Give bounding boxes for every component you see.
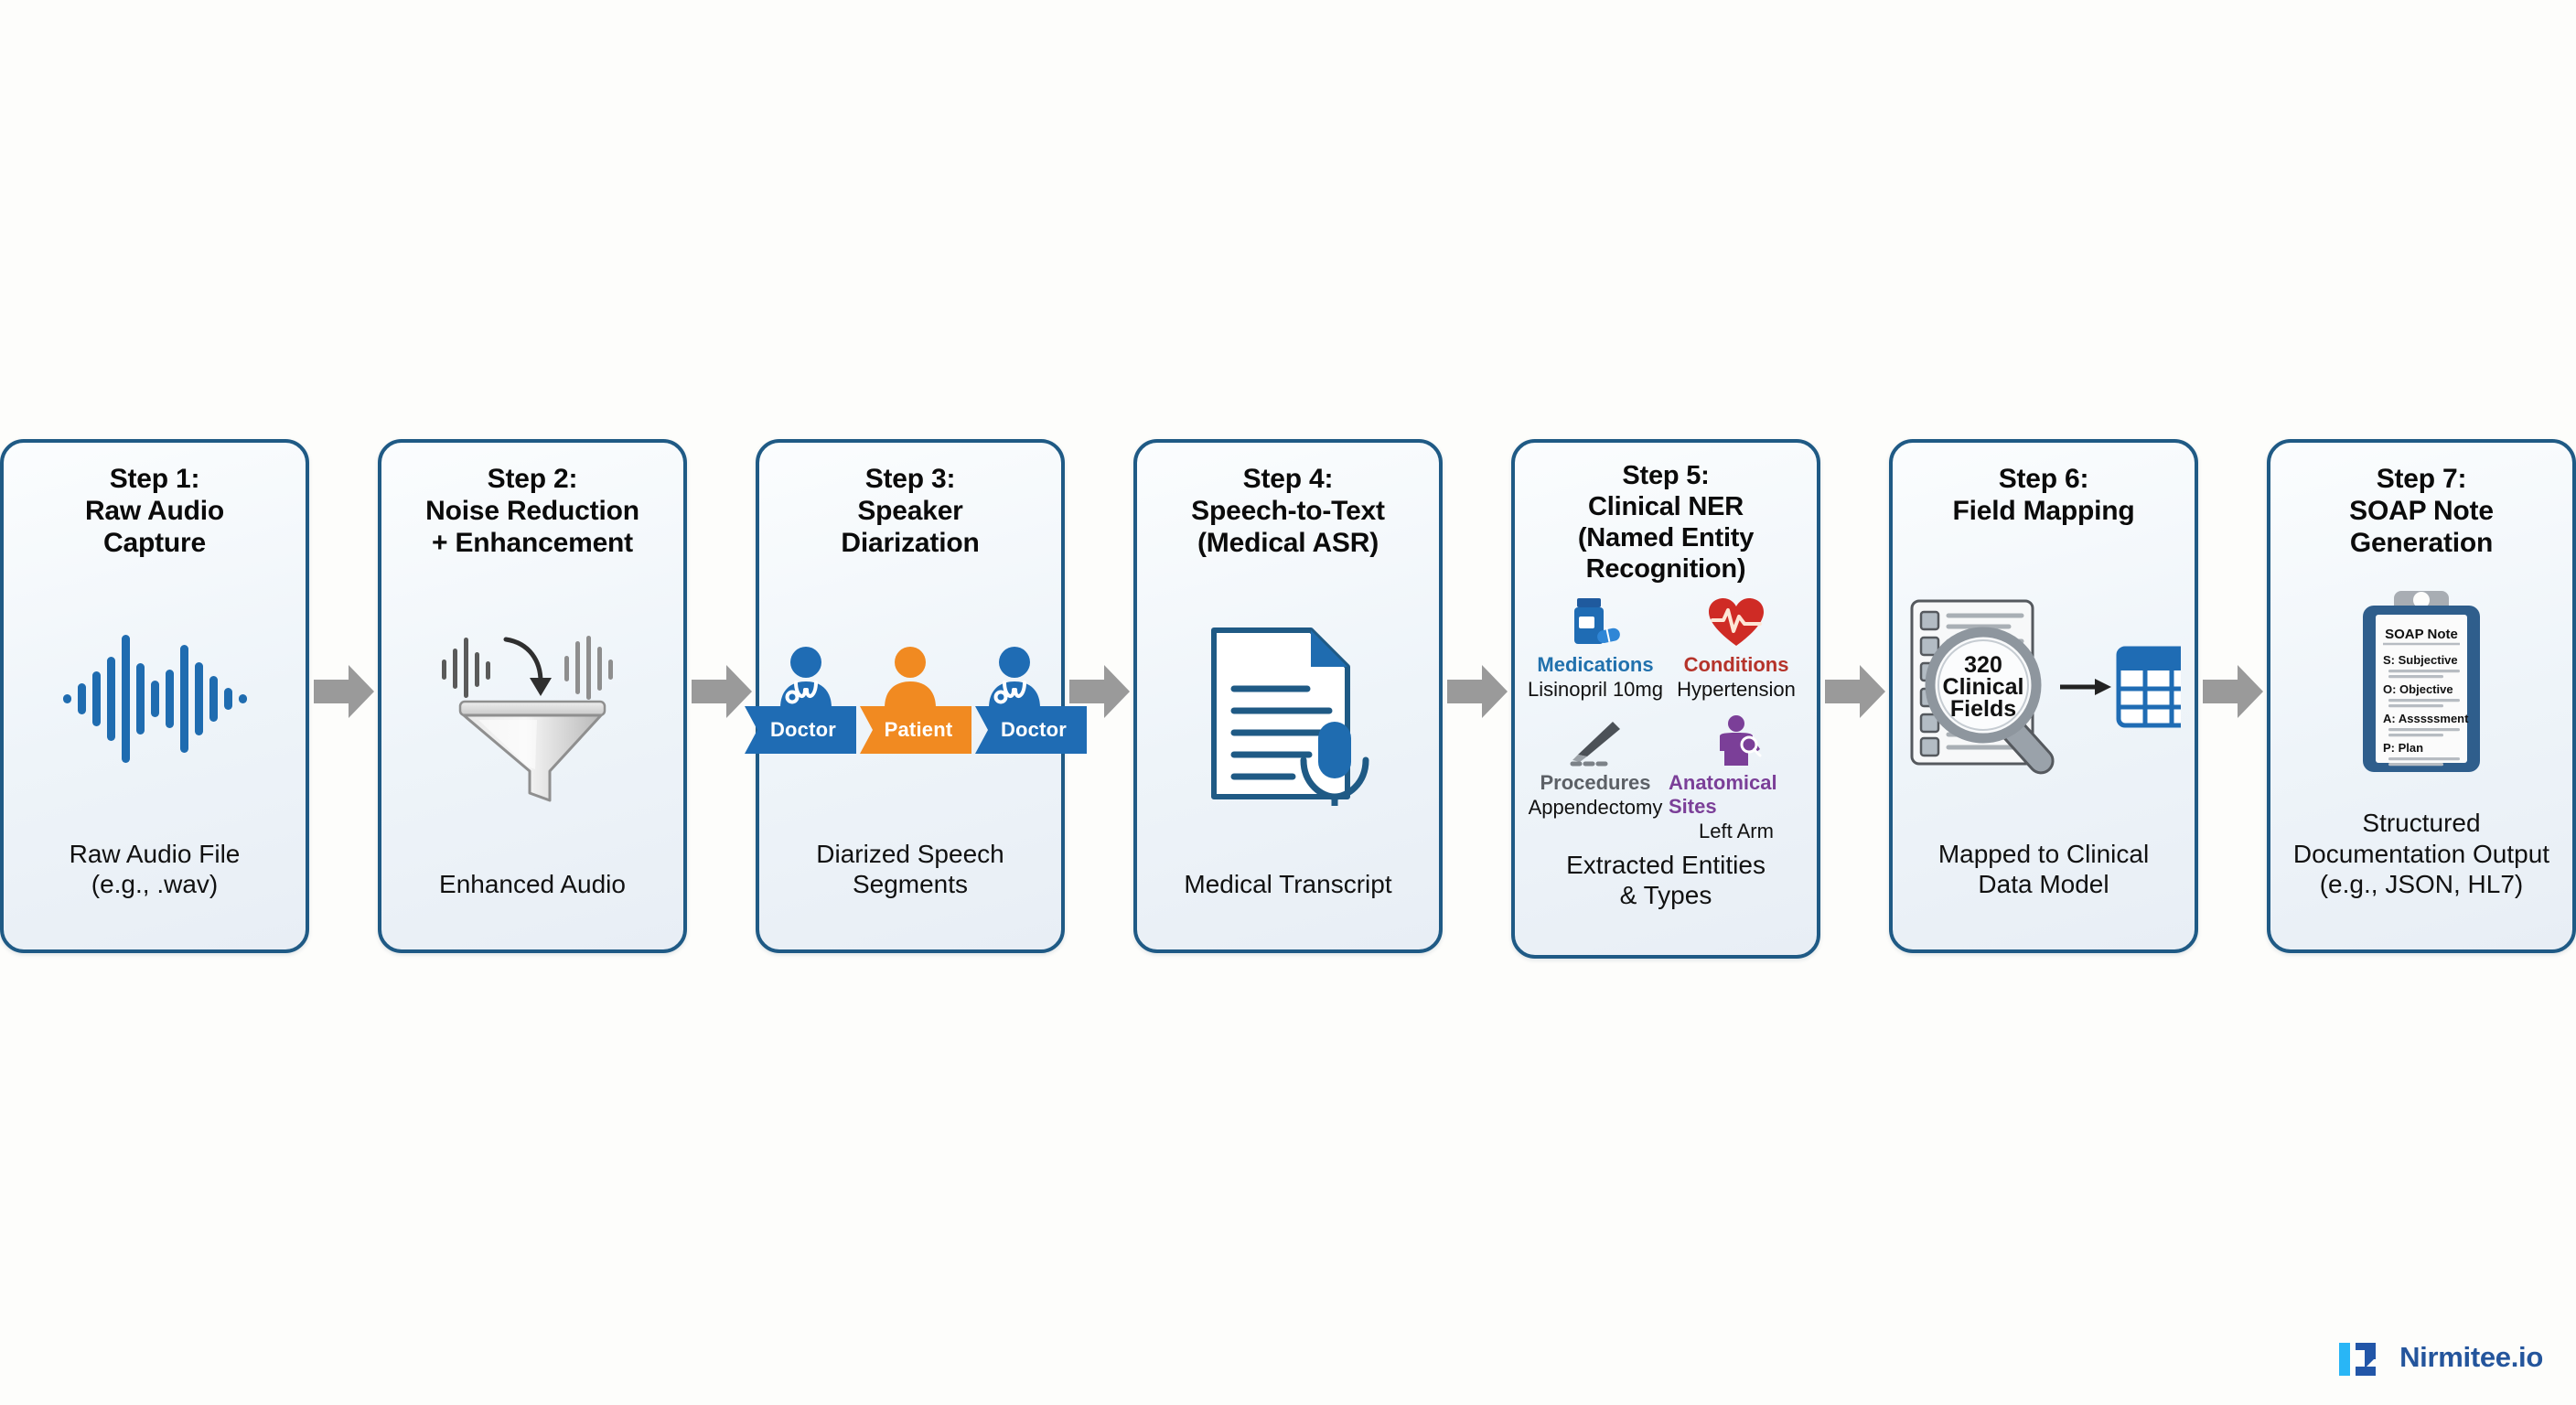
magnifier-count: 320 <box>1964 652 2002 678</box>
soap-line-3: A: Asssssment <box>2383 712 2469 725</box>
step-7-caption: Structured Documentation Output (e.g., J… <box>2292 809 2550 899</box>
entity-value: Appendectomy <box>1528 795 1663 819</box>
segment-doctor-1[interactable]: Doctor <box>745 706 856 755</box>
step-card-2[interactable]: Step 2: Noise Reduction + Enhancement <box>378 439 687 953</box>
speaker-avatars <box>759 644 1061 710</box>
brand-name: Nirmitee.io <box>2399 1341 2543 1373</box>
arrow-right-icon <box>691 663 752 720</box>
step-card-6[interactable]: Step 6: Field Mapping <box>1889 439 2198 953</box>
doctor-avatar-icon <box>989 647 1040 709</box>
speaker-segments: Doctor Patient Doctor <box>745 706 1087 755</box>
entity-procedures[interactable]: Procedures Appendectomy <box>1528 711 1663 843</box>
connector-4-5 <box>1443 439 1511 965</box>
noise-funnel-icon <box>391 559 674 869</box>
nirmitee-logo-mark <box>2339 1343 2377 1376</box>
step-7-title: Step 7: SOAP Note Generation <box>2349 464 2494 559</box>
connector-2-3 <box>687 439 756 965</box>
arrow-right-icon <box>2202 663 2263 720</box>
brand-logo[interactable]: Nirmitee.io <box>2339 1339 2543 1376</box>
step-2-title: Step 2: Noise Reduction + Enhancement <box>425 464 639 559</box>
clinical-ner-icon: Medications Lisinopril 10mg Conditions H… <box>1524 585 1808 850</box>
step-3-caption: Diarized Speech Segments <box>816 839 1004 899</box>
audio-waveform-icon <box>13 559 296 839</box>
arrow-right-icon <box>313 663 374 720</box>
entity-conditions[interactable]: Conditions Hypertension <box>1669 593 1804 702</box>
arrow-right-icon <box>1068 663 1130 720</box>
arrow-right-icon <box>1446 663 1508 720</box>
step-4-title: Step 4: Speech-to-Text (Medical ASR) <box>1191 464 1385 559</box>
connector-1-2 <box>309 439 378 965</box>
soap-line-1: S: Subjective <box>2383 653 2458 667</box>
step-card-4[interactable]: Step 4: Speech-to-Text (Medical ASR) <box>1133 439 1443 953</box>
step-5-title: Step 5: Clinical NER (Named Entity Recog… <box>1577 461 1755 584</box>
step-card-7[interactable]: Step 7: SOAP Note Generation SOAP Note S… <box>2267 439 2576 953</box>
pill-bottle-icon <box>1567 593 1624 649</box>
patient-avatar-icon <box>885 647 936 709</box>
entity-type-label: Medications <box>1537 652 1654 676</box>
heart-pulse-icon <box>1707 593 1766 649</box>
magnifier-line3: Fields <box>1950 696 2016 722</box>
magnifier-line2: Clinical <box>1943 674 2024 700</box>
entity-type-label: Procedures <box>1540 770 1651 794</box>
soap-clipboard-icon: SOAP Note S: Subjective O: Objective A: … <box>2280 559 2563 808</box>
step-card-1[interactable]: Step 1: Raw Audio Capture Raw Audio File… <box>0 439 309 953</box>
entity-value: Lisinopril 10mg <box>1528 677 1663 701</box>
body-site-icon <box>1708 711 1765 767</box>
step-4-caption: Medical Transcript <box>1184 870 1392 899</box>
entity-value: Left Arm <box>1699 819 1774 842</box>
entity-anatomical-sites[interactable]: Anatomical Sites Left Arm <box>1669 711 1804 843</box>
entity-grid: Medications Lisinopril 10mg Conditions H… <box>1524 593 1808 843</box>
entity-medications[interactable]: Medications Lisinopril 10mg <box>1528 593 1663 702</box>
connector-6-7 <box>2198 439 2267 965</box>
connector-3-4 <box>1065 439 1133 965</box>
segment-label: Patient <box>884 718 953 742</box>
entity-type-label: Anatomical Sites <box>1669 770 1777 818</box>
step-2-caption: Enhanced Audio <box>439 870 626 899</box>
soap-heading: SOAP Note <box>2385 627 2458 642</box>
step-6-title: Step 6: Field Mapping <box>1952 464 2135 527</box>
step-5-caption: Extracted Entities & Types <box>1566 850 1766 910</box>
entity-value: Hypertension <box>1677 677 1796 701</box>
segment-patient[interactable]: Patient <box>860 706 971 755</box>
segment-label: Doctor <box>1000 718 1068 742</box>
doctor-avatar-icon <box>780 647 832 709</box>
step-3-title: Step 3: Speaker Diarization <box>841 464 980 559</box>
scalpel-icon <box>1565 711 1626 767</box>
step-card-3[interactable]: Step 3: Speaker Diarization <box>745 439 1087 953</box>
step-6-caption: Mapped to Clinical Data Model <box>1937 839 2150 899</box>
arrow-right-icon <box>1824 663 1885 720</box>
segment-label: Doctor <box>769 718 837 742</box>
entity-type-label: Conditions <box>1683 652 1789 676</box>
document-microphone-icon <box>1146 559 1430 869</box>
step-1-caption: Raw Audio File (e.g., .wav) <box>69 839 241 899</box>
speaker-diarization-icon: Doctor Patient Doctor <box>745 559 1087 839</box>
segment-doctor-2[interactable]: Doctor <box>975 706 1087 755</box>
step-card-5[interactable]: Step 5: Clinical NER (Named Entity Recog… <box>1511 439 1820 959</box>
step-1-title: Step 1: Raw Audio Capture <box>84 464 225 559</box>
connector-5-6 <box>1820 439 1889 965</box>
soap-line-4: P: Plan <box>2383 741 2423 755</box>
pipeline-flow: Step 1: Raw Audio Capture Raw Audio File… <box>0 439 2576 965</box>
field-mapping-icon: 320 Clinical Fields <box>1902 527 2185 839</box>
soap-line-2: O: Objective <box>2383 682 2453 696</box>
